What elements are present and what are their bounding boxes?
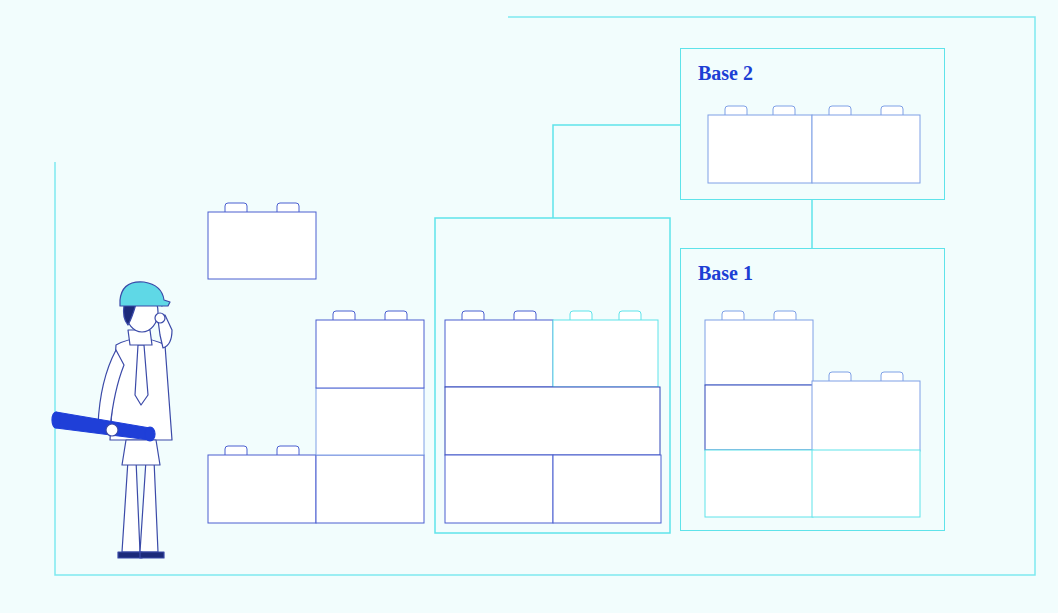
brick	[705, 450, 813, 517]
brick	[316, 320, 424, 388]
brick-stud	[881, 106, 903, 115]
link-line	[553, 125, 680, 218]
brick	[812, 450, 920, 517]
brick-stud	[619, 311, 641, 320]
stack-frame	[435, 218, 670, 533]
box-heading: Base 2	[698, 62, 753, 85]
brick	[705, 385, 813, 450]
brick	[445, 320, 553, 387]
brick	[812, 381, 920, 451]
brick-stud	[881, 372, 903, 381]
engineer-figure	[52, 282, 172, 558]
brick-stud	[462, 311, 484, 320]
box-heading: Base 1	[698, 262, 753, 285]
brick	[553, 455, 661, 523]
connector-line	[811, 200, 813, 248]
brick	[316, 455, 424, 523]
brick-stud	[570, 311, 592, 320]
bricks	[208, 106, 920, 523]
brick	[553, 320, 658, 387]
brick	[705, 320, 813, 385]
brick	[812, 115, 920, 183]
brick-stud	[514, 311, 536, 320]
brick-stud	[225, 446, 247, 455]
brick	[316, 388, 424, 455]
brick-stud	[773, 106, 795, 115]
brick-stud	[385, 311, 407, 320]
brick-stud	[774, 311, 796, 320]
base-box: Base 2	[680, 48, 945, 200]
brick-stud	[829, 372, 851, 381]
outer-frame	[55, 17, 1035, 575]
brick-stud	[725, 106, 747, 115]
brick-stud	[829, 106, 851, 115]
brick-stud	[277, 446, 299, 455]
brick-stud	[722, 311, 744, 320]
base-box: Base 1	[680, 248, 945, 531]
brick-stud	[277, 203, 299, 212]
brick-stud	[225, 203, 247, 212]
brick	[445, 387, 660, 455]
brick	[208, 212, 316, 279]
brick	[445, 455, 553, 523]
brick	[708, 115, 812, 183]
brick	[208, 455, 316, 523]
brick-stud	[333, 311, 355, 320]
